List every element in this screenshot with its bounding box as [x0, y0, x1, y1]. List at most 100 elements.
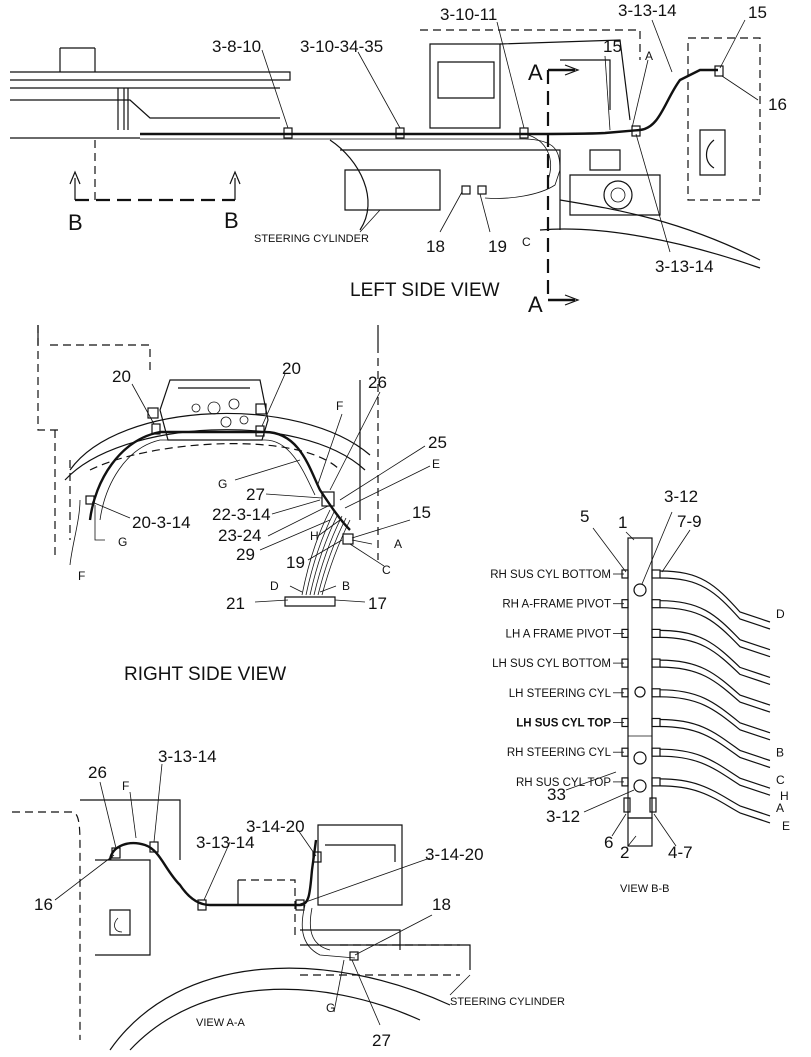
hose-line	[659, 577, 771, 630]
callout-label: C	[522, 235, 531, 249]
callout-label: G	[218, 477, 227, 491]
callout-label: 2	[620, 843, 629, 862]
port-label: RH STEERING CYL	[507, 747, 612, 759]
hose-line	[659, 725, 771, 769]
callout-label: 3-12	[664, 487, 698, 506]
callout-label: G	[326, 1001, 335, 1015]
callout-label: G	[118, 535, 127, 549]
section-marker-b-right: B	[224, 208, 239, 233]
view-bb	[623, 537, 657, 847]
callout-label: A	[394, 537, 402, 551]
callout-label: 3-14-20	[246, 817, 305, 836]
hose-line	[659, 696, 771, 741]
callout-label: 22-3-14	[212, 505, 271, 524]
right-side-view-title: RIGHT SIDE VIEW	[124, 664, 286, 685]
steering-cylinder-label: STEERING CYLINDER	[254, 233, 369, 245]
left-side-callouts: 3-8-10 3-10-34-35 3-10-11 3-13-14 15 15 …	[68, 1, 787, 317]
callout-label: 3-14-20	[425, 845, 484, 864]
callout-label: E	[432, 457, 440, 471]
port-label: RH SUS CYL TOP	[516, 777, 611, 789]
callout-label: 1	[618, 513, 627, 532]
callout-label: 6	[604, 833, 613, 852]
callout-label: 17	[368, 594, 387, 613]
right-side-callouts: 20 20 26 F 25 E G 27 22-3-14 23-24 H 15 …	[78, 359, 447, 685]
callout-label: 20	[282, 359, 301, 378]
callout-label: 16	[34, 895, 53, 914]
callout-label: H	[310, 529, 319, 543]
hose-line-label: B	[776, 746, 784, 760]
hose-line	[659, 785, 771, 824]
hose-fitting	[651, 777, 661, 787]
section-marker-b-left: B	[68, 210, 83, 235]
port-fitting	[621, 717, 629, 728]
callout-label: C	[382, 563, 391, 577]
hose-fitting	[651, 717, 661, 728]
callout-label: 3-10-11	[440, 5, 497, 24]
callout-label: 26	[88, 763, 107, 782]
hose-fitting	[651, 658, 661, 668]
view-aa	[12, 763, 471, 1051]
view-bb-callouts: 5 1 3-12 7-9 33 3-12 6 2 4-7 VIEW B-B	[546, 487, 702, 895]
section-marker-a-bottom: A	[528, 292, 543, 317]
view-aa-callouts: 26 F 3-13-14 3-13-14 3-14-20 3-14-20 16 …	[34, 747, 565, 1050]
callout-label: 3-8-10	[212, 37, 261, 56]
port-fitting	[621, 777, 629, 787]
right-side-view	[37, 325, 431, 607]
hose-fitting	[651, 688, 661, 698]
callout-label: 4-7	[668, 843, 693, 862]
callout-label: D	[270, 579, 279, 593]
hose-line-label: C	[776, 773, 785, 787]
callout-label: B	[342, 579, 350, 593]
callout-label: 3-12	[546, 807, 580, 826]
hose-line-label: A	[776, 801, 784, 815]
port-label: LH SUS CYL BOTTOM	[492, 658, 611, 670]
hose-fitting	[651, 628, 661, 639]
callout-label: 18	[426, 237, 445, 256]
callout-label: F	[78, 569, 85, 583]
hose-line	[659, 629, 771, 678]
callout-label: 5	[580, 507, 589, 526]
callout-label: 19	[286, 553, 305, 572]
port-label: RH A-FRAME PIVOT	[502, 599, 611, 611]
hose-line	[659, 755, 771, 796]
hose-line-label: D	[776, 607, 785, 621]
hose-line	[659, 718, 771, 762]
hose-line	[659, 636, 771, 685]
hose-line	[659, 666, 771, 713]
port-fitting	[621, 628, 629, 639]
hose-fitting	[651, 599, 661, 609]
hose-line	[659, 600, 771, 651]
left-side-view-title: LEFT SIDE VIEW	[350, 280, 500, 301]
callout-label: 18	[432, 895, 451, 914]
steering-cylinder-label: STEERING CYLINDER	[450, 996, 565, 1008]
port-fitting	[621, 658, 629, 668]
callout-label: 33	[547, 785, 566, 804]
port-label: LH SUS CYL TOP	[516, 718, 611, 730]
hose-line-label: H	[780, 789, 789, 803]
port-fitting	[621, 688, 629, 698]
callout-label: 7-9	[677, 512, 702, 531]
callout-label: A	[645, 49, 653, 63]
port-fitting	[621, 599, 629, 609]
callout-label: 19	[488, 237, 507, 256]
hose-line	[659, 778, 771, 817]
callout-label: 20-3-14	[132, 513, 191, 532]
hose-fitting	[651, 569, 661, 579]
view-bb-extra-lines: H E	[780, 789, 790, 833]
callout-label: F	[122, 779, 129, 793]
hose-line	[659, 689, 771, 734]
callout-label: 3-13-14	[655, 257, 714, 276]
callout-label: 27	[372, 1031, 391, 1050]
section-marker-a-top: A	[528, 60, 543, 85]
callout-label: 3-13-14	[618, 1, 677, 20]
view-aa-title: VIEW A-A	[196, 1017, 246, 1029]
callout-label: 15	[603, 37, 622, 56]
callout-label: 15	[748, 3, 767, 22]
hose-line	[659, 607, 771, 658]
callout-label: 26	[368, 373, 387, 392]
callout-label: 21	[226, 594, 245, 613]
left-side-view	[10, 19, 761, 306]
callout-label: 23-24	[218, 526, 261, 545]
